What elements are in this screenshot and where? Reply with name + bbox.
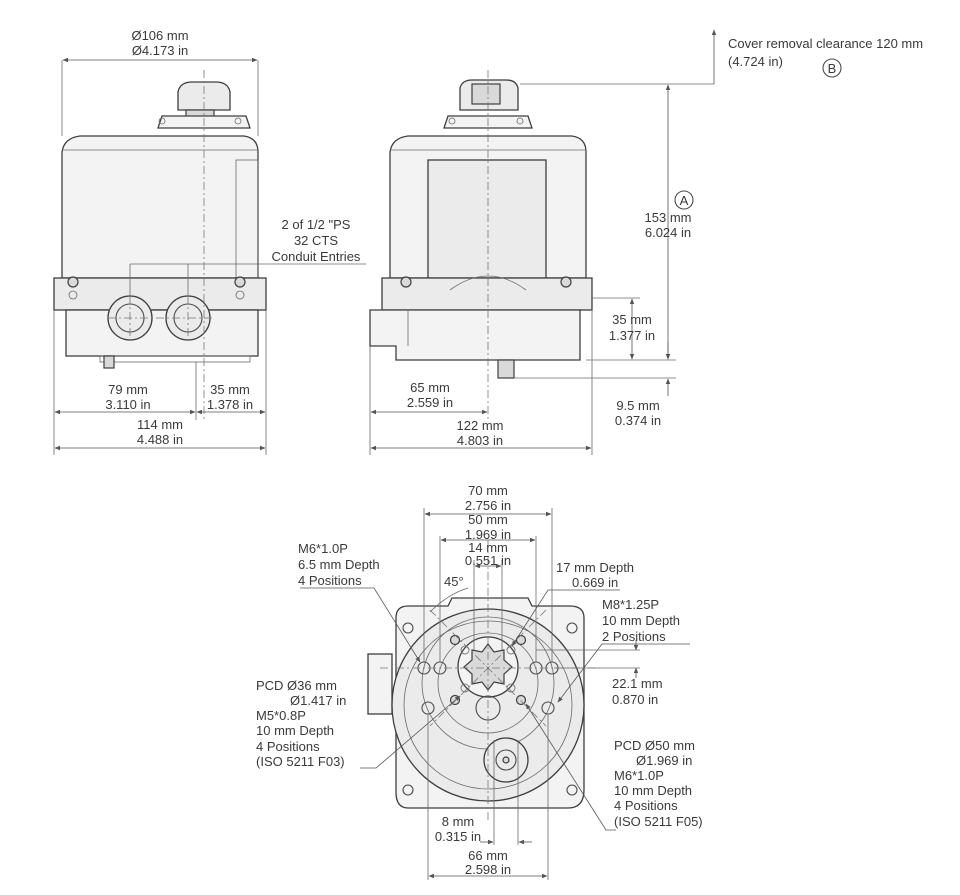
front-35-in: 1.378 in — [207, 397, 253, 412]
front-flange — [53, 277, 267, 311]
pcd50-2: Ø1.969 in — [636, 753, 692, 768]
m8-2: 10 mm Depth — [602, 613, 680, 628]
m6-bot-3: 4 Positions — [614, 798, 678, 813]
depth-17-2: 0.669 in — [572, 575, 618, 590]
side-153-mm: 153 mm — [645, 210, 692, 225]
front-cover — [61, 135, 259, 279]
m6-bot-2: 10 mm Depth — [614, 783, 692, 798]
bottom-66-in: 2.598 in — [465, 862, 511, 877]
m6-bot-4: (ISO 5211 F05) — [614, 814, 703, 829]
side-122-in: 4.803 in — [457, 433, 503, 448]
m5-4: (ISO 5211 F03) — [256, 754, 345, 769]
bottom-50-in: 1.969 in — [465, 527, 511, 542]
bottom-8-in: 0.315 in — [435, 829, 481, 844]
side-65-in: 2.559 in — [407, 395, 453, 410]
front-base — [65, 309, 259, 357]
m6-top-2: 6.5 mm Depth — [298, 557, 380, 572]
side-9-5-in: 0.374 in — [615, 413, 661, 428]
side-knob-window — [471, 83, 501, 105]
bottom-angle-45: 45° — [444, 574, 464, 589]
bottom-14-in: 0.551 in — [465, 553, 511, 568]
conduit-label-2: 32 CTS — [294, 233, 338, 248]
depth-17-1: 17 mm Depth — [556, 560, 634, 575]
side-view: Cover removal clearance 120 mm (4.724 in… — [369, 29, 923, 455]
m8-3: 2 Positions — [602, 629, 666, 644]
side-35-in: 1.377 in — [609, 328, 655, 343]
side-cover-panel — [427, 159, 547, 279]
bottom-22-1-mm: 22.1 mm — [612, 676, 663, 691]
cover-clearance-2: (4.724 in) — [728, 54, 783, 69]
conduit-label-1: 2 of 1/2 "PS — [282, 217, 351, 232]
m6-top-3: 4 Positions — [298, 573, 362, 588]
pcd36-2: Ø1.417 in — [290, 693, 346, 708]
marker-b: B — [828, 61, 837, 76]
bottom-66-mm: 66 mm — [468, 848, 508, 863]
marker-b-circle — [822, 58, 842, 78]
front-79-in: 3.110 in — [105, 397, 150, 412]
m5-1: M5*0.8P — [256, 708, 306, 723]
front-view: Ø106 mm Ø4.173 in 2 of 1/2 "PS 32 CTS Co… — [53, 28, 366, 455]
side-65-mm: 65 mm — [410, 380, 450, 395]
side-9-5-mm: 9.5 mm — [616, 398, 659, 413]
bottom-view: 70 mm 2.756 in 50 mm 1.969 in 14 mm 0.55… — [256, 483, 703, 880]
front-114-in: 4.488 in — [137, 432, 183, 447]
marker-a-circle — [674, 190, 694, 210]
bottom-70-mm: 70 mm — [468, 483, 508, 498]
m5-2: 10 mm Depth — [256, 723, 334, 738]
m8-1: M8*1.25P — [602, 597, 659, 612]
m6-bot-1: M6*1.0P — [614, 768, 664, 783]
side-153-in: 6.024 in — [645, 225, 691, 240]
side-122-mm: 122 mm — [457, 418, 504, 433]
front-top-dim-in: Ø4.173 in — [132, 43, 188, 58]
front-114-mm: 114 mm — [137, 417, 183, 432]
bottom-50-mm: 50 mm — [468, 512, 508, 527]
front-top-knob — [177, 81, 231, 111]
pcd50-1: PCD Ø50 mm — [614, 738, 695, 753]
m6-top-1: M6*1.0P — [298, 541, 348, 556]
conduit-label-3: Conduit Entries — [272, 249, 361, 264]
bottom-70-in: 2.756 in — [465, 498, 511, 513]
front-top-dim-mm: Ø106 mm — [131, 28, 188, 43]
bottom-22-1-in: 0.870 in — [612, 692, 658, 707]
side-base — [369, 309, 581, 361]
bottom-8-mm: 8 mm — [442, 814, 475, 829]
side-flange — [381, 277, 593, 311]
side-shaft — [497, 359, 515, 379]
bottom-conduit-boss — [367, 653, 393, 715]
cover-clearance-1: Cover removal clearance 120 mm — [728, 36, 923, 51]
marker-a: A — [680, 193, 689, 208]
front-79-mm: 79 mm — [108, 382, 148, 397]
front-35-mm: 35 mm — [210, 382, 250, 397]
bottom-14-mm: 14 mm — [468, 540, 508, 555]
m5-3: 4 Positions — [256, 739, 320, 754]
side-35-mm: 35 mm — [612, 312, 652, 327]
pcd36-1: PCD Ø36 mm — [256, 678, 337, 693]
